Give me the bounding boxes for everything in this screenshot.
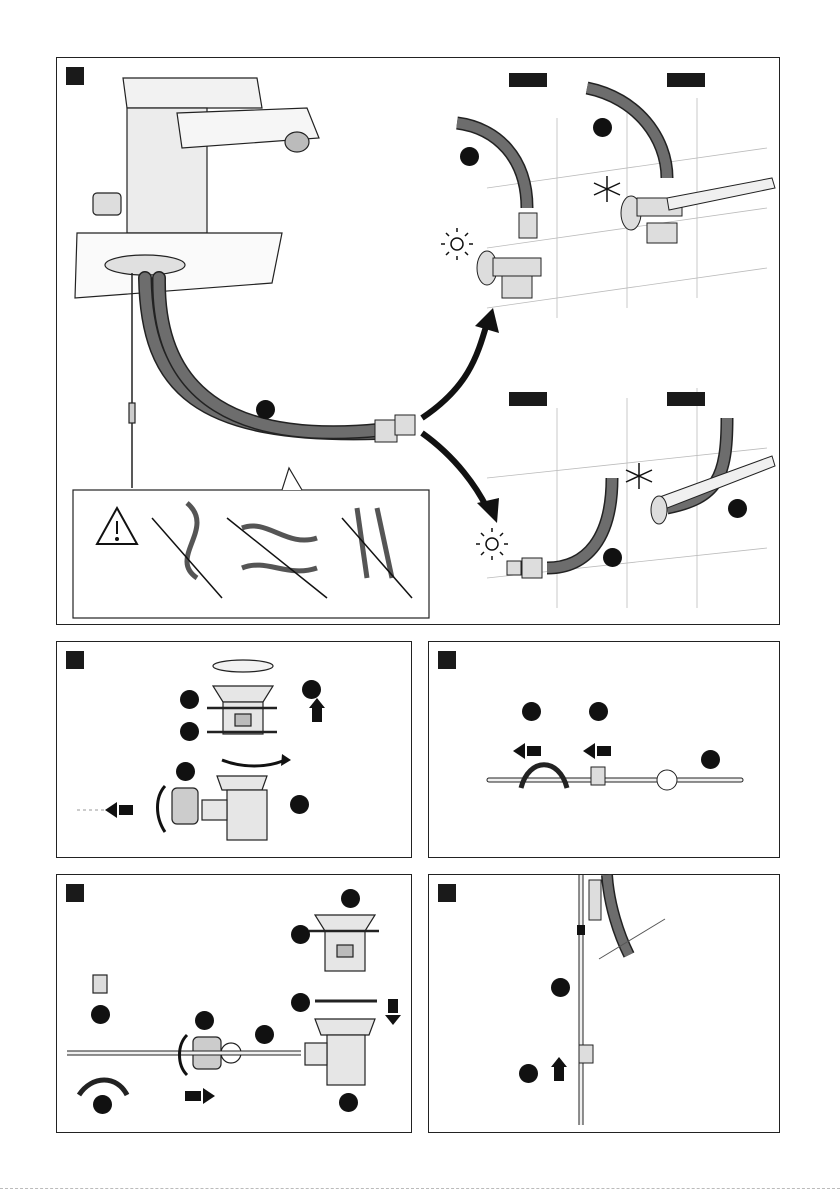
callout-marker bbox=[551, 978, 570, 997]
callout-marker bbox=[728, 499, 747, 518]
callout-marker bbox=[180, 690, 199, 709]
page-bottom-rule bbox=[0, 1188, 840, 1189]
cold-hose-end bbox=[651, 418, 775, 524]
rod-diagram bbox=[429, 642, 781, 859]
panel-hose-connection bbox=[56, 57, 780, 625]
arrow-left-icon bbox=[513, 743, 525, 759]
callout-marker bbox=[291, 993, 310, 1012]
callout-marker bbox=[291, 925, 310, 944]
arrow-up-icon bbox=[551, 1057, 567, 1067]
callout-marker bbox=[701, 750, 720, 769]
callout-marker bbox=[522, 702, 541, 721]
rod-connection-diagram bbox=[429, 875, 781, 1134]
flexible-hoses bbox=[145, 278, 415, 442]
label-tag bbox=[667, 392, 705, 406]
callout-marker bbox=[256, 400, 275, 419]
arrow-left-icon bbox=[583, 743, 595, 759]
panel-waste-disassembly bbox=[56, 641, 412, 858]
sun-icon bbox=[441, 228, 473, 260]
callout-marker bbox=[290, 795, 309, 814]
callout-marker bbox=[91, 1005, 110, 1024]
label-tag bbox=[667, 73, 705, 87]
panel-rod-connection bbox=[428, 874, 780, 1133]
callout-marker bbox=[176, 762, 195, 781]
arrow-left-icon bbox=[105, 802, 117, 818]
arrow-right-icon bbox=[203, 1088, 215, 1104]
waste-exploded-diagram bbox=[57, 642, 413, 859]
hose-diagram bbox=[57, 58, 781, 626]
callout-marker bbox=[603, 548, 622, 567]
panel-waste-assembly bbox=[56, 874, 412, 1133]
label-tag bbox=[509, 392, 547, 406]
arrow-down-right bbox=[422, 433, 487, 508]
callout-marker bbox=[255, 1025, 274, 1044]
snowflake-icon bbox=[594, 176, 620, 202]
snowflake-icon bbox=[626, 463, 652, 489]
panel-rod-parts bbox=[428, 641, 780, 858]
hot-hose-end bbox=[507, 478, 612, 578]
callout-marker bbox=[519, 1064, 538, 1083]
rotate-arrow bbox=[222, 760, 285, 766]
label-tag bbox=[509, 73, 547, 87]
callout-marker bbox=[341, 889, 360, 908]
arrow-down-icon bbox=[385, 1015, 401, 1025]
sun-icon bbox=[476, 528, 508, 560]
arrow-up-icon bbox=[309, 698, 325, 708]
arrow-up-right bbox=[422, 323, 487, 418]
waste-assembly-diagram bbox=[57, 875, 413, 1134]
callout-marker bbox=[195, 1011, 214, 1030]
callout-marker bbox=[593, 118, 612, 137]
callout-marker bbox=[302, 680, 321, 699]
cold-valve bbox=[587, 88, 775, 243]
callout-marker bbox=[589, 702, 608, 721]
callout-marker bbox=[460, 147, 479, 166]
callout-marker bbox=[93, 1095, 112, 1114]
callout-marker bbox=[180, 722, 199, 741]
callout-marker bbox=[339, 1093, 358, 1112]
